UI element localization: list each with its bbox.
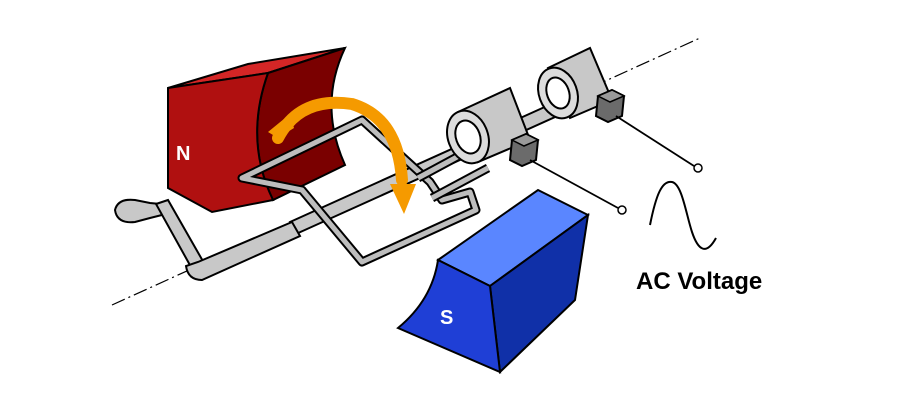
south-pole-label: S xyxy=(440,307,453,329)
south-magnet-pole-face xyxy=(396,258,502,374)
brush-back xyxy=(594,88,626,124)
brush-front xyxy=(508,132,540,168)
terminal-back xyxy=(693,163,703,173)
ac-voltage-label: AC Voltage xyxy=(636,268,762,295)
ac-sine-wave-icon xyxy=(649,180,717,250)
terminal-front xyxy=(617,205,627,215)
north-pole-label: N xyxy=(176,143,190,165)
south-magnet xyxy=(396,188,590,375)
crank-handle xyxy=(113,198,302,282)
rotation-arrow xyxy=(268,96,416,214)
output-leads xyxy=(529,115,703,215)
north-magnet xyxy=(167,46,347,214)
